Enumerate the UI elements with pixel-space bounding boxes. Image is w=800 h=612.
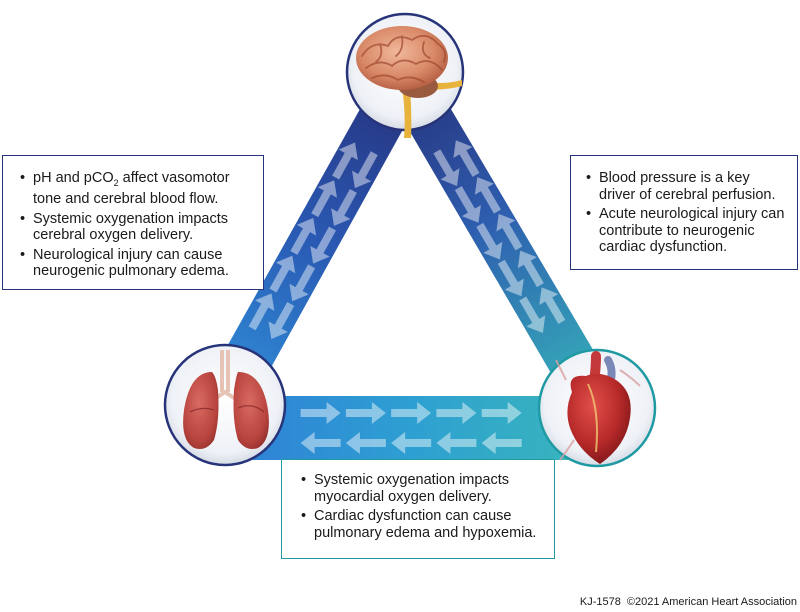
brain-lung-arrow [352, 151, 378, 189]
lung-heart-arrow [391, 432, 432, 454]
brain-lung-arrow [269, 255, 296, 293]
brain-lung-arrow [290, 217, 317, 255]
heart-brain-info-box: Blood pressure is a key driver of cerebr… [570, 155, 798, 270]
brain-heart-arrow [497, 259, 524, 297]
brain-heart-arrow [519, 296, 546, 334]
copyright-text: ©2021 American Heart Association [626, 596, 797, 608]
lung-heart-band [218, 396, 592, 460]
lung-heart-arrow [436, 402, 477, 424]
heart-brain-item-2: Acute neurological injury can contribute… [585, 206, 789, 256]
lung-heart-arrow [300, 432, 341, 454]
heart-icon [555, 351, 641, 464]
brain-lung-arrow [311, 180, 337, 218]
lung-heart-arrow [300, 402, 341, 424]
heart-node [537, 348, 657, 468]
lung-heart-arrow [345, 402, 386, 424]
footer-credit: KJ-1578 ©2021 American Heart Association [580, 596, 797, 608]
brain-heart-arrow [476, 222, 503, 260]
brain-lung-arrow [248, 293, 275, 331]
lungs-icon [183, 350, 269, 449]
brain-heart-arrow [496, 213, 523, 251]
brain-heart-arrow [454, 186, 481, 223]
subscript-2: 2 [113, 177, 119, 188]
brain-lung-arrow [310, 226, 337, 264]
brain-heart-arrow [433, 149, 460, 186]
lung-brain-item-1: pH and pCO2 affect vasomotor tone and ce… [19, 170, 255, 208]
brain-lung-arrow [289, 264, 316, 302]
brain-lung-arrow [268, 302, 295, 339]
flow-arrows [248, 140, 566, 454]
brain-heart-arrow [517, 250, 544, 288]
lung-brain-info-list: pH and pCO2 affect vasomotor tone and ce… [19, 170, 255, 280]
heart-brain-item-1: Blood pressure is a key driver of cerebr… [585, 170, 789, 203]
lung-heart-arrow [481, 432, 522, 454]
lung-heart-arrow [345, 432, 386, 454]
lung-brain-item-2: Systemic oxygenation impacts cerebral ox… [19, 211, 255, 244]
brain-heart-arrow [453, 140, 480, 177]
brain-heart-band [378, 77, 618, 392]
lung-brain-item-3: Neurological injury can cause neurogenic… [19, 247, 255, 280]
lung-heart-item-1: Systemic oxygenation impacts myocardial … [300, 472, 546, 505]
lung-brain-info-box: pH and pCO2 affect vasomotor tone and ce… [2, 155, 264, 290]
lungs-node [163, 343, 287, 467]
lung-heart-info-list: Systemic oxygenation impacts myocardial … [300, 472, 546, 541]
lung-heart-arrow [436, 432, 477, 454]
brain-heart-arrow [539, 287, 566, 324]
lung-heart-info-box: Systemic oxygenation impacts myocardial … [281, 459, 555, 559]
lung-heart-arrow [481, 402, 522, 424]
brain-lung-band [197, 77, 432, 400]
heart-brain-info-list: Blood pressure is a key driver of cerebr… [585, 170, 789, 256]
brain-node [345, 12, 465, 138]
brain-heart-arrow [474, 177, 501, 214]
brain-icon [356, 26, 462, 138]
lung-heart-item-2: Cardiac dysfunction can cause pulmonary … [300, 508, 546, 541]
figure-code: KJ-1578 [579, 596, 621, 608]
brain-lung-arrow [331, 188, 357, 226]
brain-lung-arrow [332, 142, 358, 180]
lung-heart-arrow [391, 402, 432, 424]
